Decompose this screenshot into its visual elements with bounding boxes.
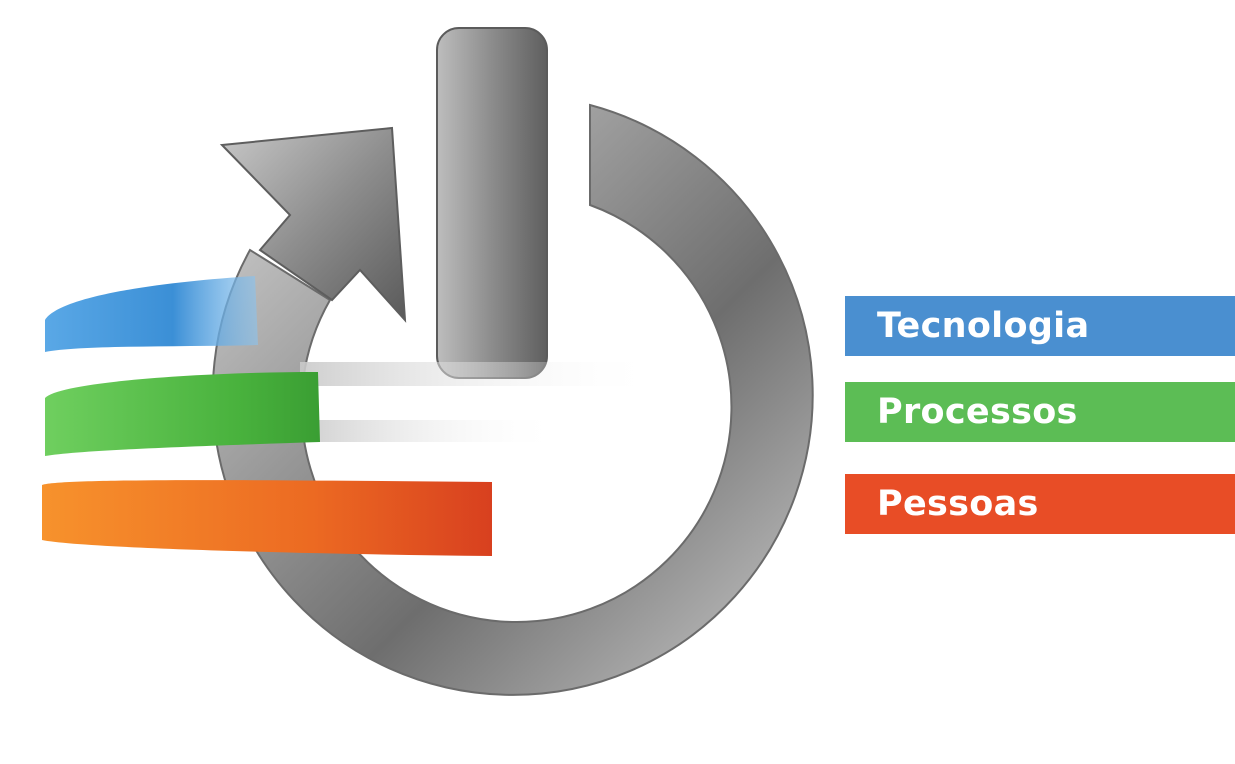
label-pessoas: Pessoas — [845, 474, 1235, 534]
label-processos-text: Processos — [877, 392, 1078, 432]
label-pessoas-text: Pessoas — [877, 484, 1039, 524]
green-band — [45, 372, 320, 456]
orange-band — [42, 480, 492, 556]
motion-trail — [300, 362, 660, 386]
label-tecnologia-text: Tecnologia — [877, 306, 1090, 346]
label-tecnologia: Tecnologia — [845, 296, 1235, 356]
label-processos: Processos — [845, 382, 1235, 442]
motion-trail — [300, 420, 560, 442]
arrow-head — [219, 126, 407, 323]
power-bar — [436, 27, 548, 379]
blue-band — [45, 276, 258, 352]
